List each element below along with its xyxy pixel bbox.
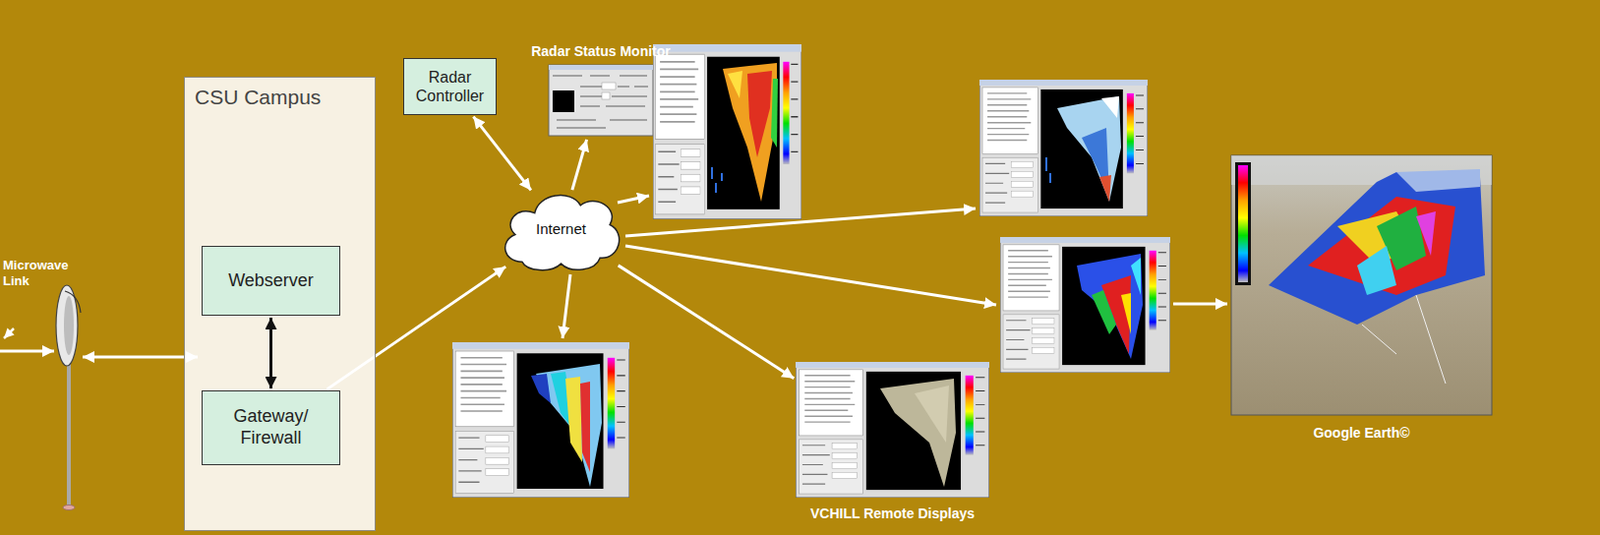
campus-region: CSU CampusWebserverGateway/ Firewall xyxy=(183,76,376,532)
connector-arrow xyxy=(618,265,795,379)
server-box: Webserver xyxy=(201,245,341,316)
monitor-screen: Radar Status Monitor xyxy=(522,43,680,138)
globe-view: Google Earth© xyxy=(1231,155,1492,441)
cloud-outline xyxy=(505,195,620,271)
connector-arrow xyxy=(327,266,507,390)
box-label: Webserver xyxy=(228,270,314,293)
controller-box: Radar Controller xyxy=(403,58,497,116)
connector-arrow xyxy=(269,317,273,389)
screen-caption: Radar Status Monitor xyxy=(531,43,671,60)
connector-arrow xyxy=(572,139,588,190)
region-title: CSU Campus xyxy=(184,77,375,110)
gateway-box: Gateway/ Firewall xyxy=(201,390,341,466)
screen-caption: VCHILL Remote Displays xyxy=(810,505,975,522)
screen-caption: Google Earth© xyxy=(1312,424,1410,441)
network-cloud: Internet xyxy=(497,183,625,274)
cloud-label: Internet xyxy=(535,220,587,238)
box-label: Gateway/ Firewall xyxy=(208,406,334,449)
box-label: Radar Controller xyxy=(410,67,490,106)
connector-arrow xyxy=(473,117,532,191)
display-screen: VCHILL Remote Displays xyxy=(795,361,990,522)
link-label: Microwave Link xyxy=(2,257,84,289)
